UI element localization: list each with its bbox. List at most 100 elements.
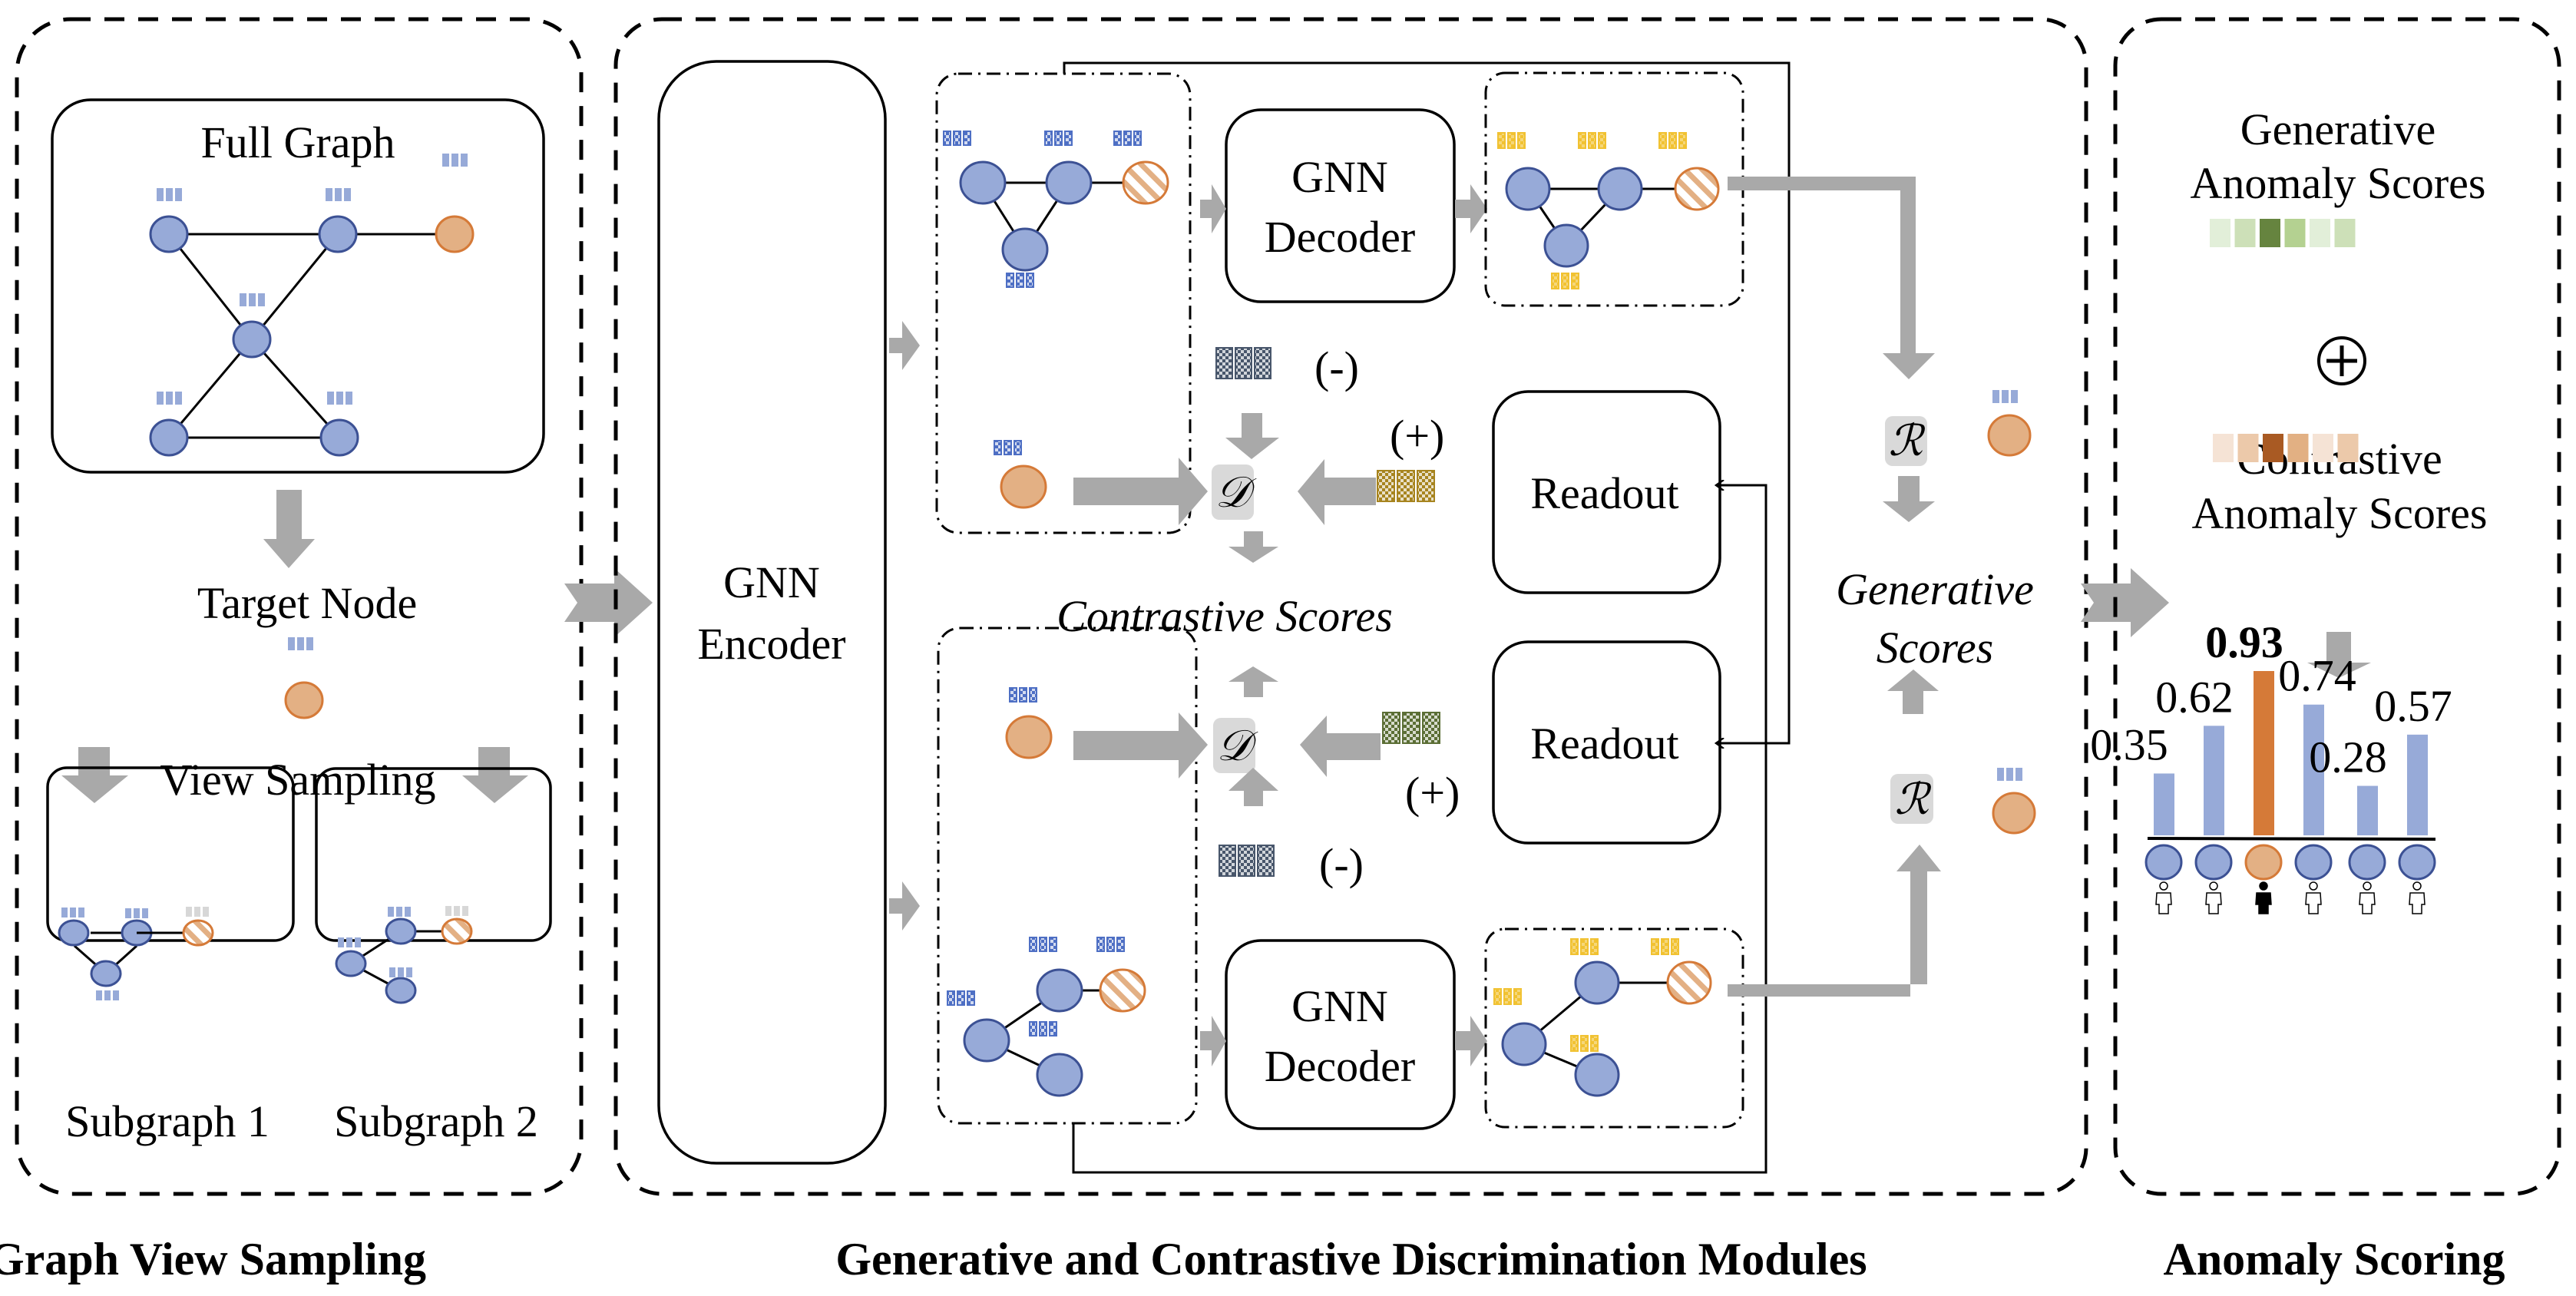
- score-swatch: [2310, 219, 2330, 247]
- score-swatch: [2237, 434, 2259, 462]
- scorer-box-top: [1885, 416, 1927, 466]
- embedding-vector: [1020, 689, 1026, 701]
- embedding-vector: [948, 992, 954, 1004]
- masked-anomaly-node: [182, 919, 214, 947]
- embedding-vector: [1027, 274, 1033, 286]
- normal-node: [149, 418, 189, 457]
- feature-vector: [346, 937, 352, 947]
- positive-embedding-top: [1377, 470, 1435, 502]
- full-graph-box: [51, 98, 545, 474]
- arrow-up: [1887, 669, 1939, 714]
- subgraph-1-label: Subgraph 1: [65, 1096, 270, 1146]
- bar-value-label: 0.28: [2309, 732, 2387, 782]
- embedding-vector: [1108, 938, 1113, 951]
- gnn-encoder-label: GNN: [723, 557, 820, 607]
- user-icon-head: [2363, 881, 2372, 891]
- negative-embedding-bottom: [1219, 845, 1275, 877]
- normal-node: [2194, 844, 2233, 881]
- normal-node: [385, 977, 417, 1004]
- embedding-vector: [1005, 441, 1010, 454]
- bar-value-label: 0.62: [2155, 672, 2234, 722]
- bar-value-label: 0.35: [2090, 719, 2168, 769]
- negative-label: (-): [1314, 342, 1359, 392]
- feature-vector: [451, 154, 458, 167]
- embedding-vector: [1030, 938, 1036, 951]
- normal-node: [149, 215, 189, 253]
- feature-vector: [157, 392, 164, 405]
- section-title-anomaly-scoring: Anomaly Scoring: [2163, 1234, 2505, 1284]
- feature-vector: [96, 990, 102, 1000]
- arrow-up: [1228, 666, 1278, 697]
- positive-label: (+): [1390, 411, 1444, 461]
- bar: [2204, 726, 2224, 835]
- feature-vector: [175, 188, 182, 201]
- normal-node: [385, 917, 417, 945]
- section-title-graph-view-sampling: Graph View Sampling: [0, 1234, 426, 1284]
- user-icon-body: [2255, 892, 2272, 914]
- generative-score-swatches: [2210, 219, 2356, 247]
- arrow-down: [462, 747, 528, 803]
- feature-vector: [461, 154, 468, 167]
- feature-vector: [355, 937, 361, 947]
- score-swatch: [2284, 219, 2306, 247]
- negative-embedding: [1236, 349, 1251, 378]
- bar: [2407, 734, 2428, 835]
- feature-vector: [336, 392, 343, 405]
- normal-node: [2348, 844, 2386, 881]
- normal-node: [963, 1018, 1010, 1063]
- feature-vector: [2015, 768, 2022, 781]
- anomaly-node: [1000, 465, 1047, 509]
- score-swatch: [2210, 219, 2230, 247]
- score-swatch: [2337, 434, 2359, 462]
- reconstructed-vector: [1680, 134, 1685, 147]
- feature-vector: [405, 907, 411, 917]
- feature-vector: [70, 908, 76, 917]
- feature-vector: [125, 908, 131, 918]
- feature-vector: [78, 908, 84, 917]
- embedding-vector: [954, 132, 960, 144]
- feature-vector: [396, 907, 402, 917]
- reconstructed-vector: [1592, 1036, 1597, 1050]
- embedding-vector: [995, 441, 1000, 454]
- masked-anomaly-node: [1122, 160, 1169, 205]
- user-icon-body: [2409, 892, 2426, 914]
- arrow-right: [1073, 712, 1208, 779]
- view-sampling-label: View Sampling: [160, 755, 436, 805]
- embedding-vector: [964, 132, 970, 144]
- normal-node: [959, 160, 1007, 205]
- reconstructed-vector: [1660, 134, 1665, 147]
- user-icon-head: [2412, 881, 2422, 891]
- reconstructed-vector: [1599, 134, 1605, 147]
- readout-label: Readout: [1530, 719, 1678, 769]
- normal-node: [1501, 1022, 1547, 1066]
- negative-label: (-): [1319, 839, 1364, 889]
- normal-node: [232, 320, 272, 359]
- feature-vector: [203, 907, 209, 917]
- reconstructed-vector: [1515, 990, 1520, 1003]
- reconstruction-box-bottom: [1484, 927, 1744, 1129]
- feature-vector: [445, 906, 451, 916]
- reconstructed-vector: [1589, 134, 1595, 147]
- arrow-path-generative-bottom: [1728, 845, 1941, 997]
- normal-node: [2294, 844, 2333, 881]
- normal-node: [1574, 960, 1620, 1005]
- masked-anomaly-node: [1674, 167, 1720, 211]
- positive-label: (+): [1405, 768, 1460, 818]
- arrow-down: [1883, 476, 1935, 522]
- user-icon-head: [2209, 881, 2218, 891]
- arrow-left: [1298, 459, 1376, 525]
- feature-vector: [335, 188, 342, 201]
- generative-scores-label: Scores: [1877, 623, 1993, 673]
- user-icon-head: [2159, 881, 2168, 891]
- score-swatch: [2263, 434, 2283, 462]
- bar-value-label: 0.57: [2374, 681, 2452, 731]
- reconstructed-vector: [1670, 134, 1675, 147]
- arrow-up: [1228, 768, 1278, 806]
- embedding-vector: [1125, 132, 1130, 144]
- normal-node: [318, 215, 358, 253]
- anomaly-node: [1005, 715, 1053, 759]
- bar: [2154, 773, 2174, 835]
- reconstructed-vector: [1582, 940, 1587, 954]
- generative-anomaly-scores-label: Generative: [2240, 104, 2435, 154]
- arrow-right: [1455, 1016, 1487, 1066]
